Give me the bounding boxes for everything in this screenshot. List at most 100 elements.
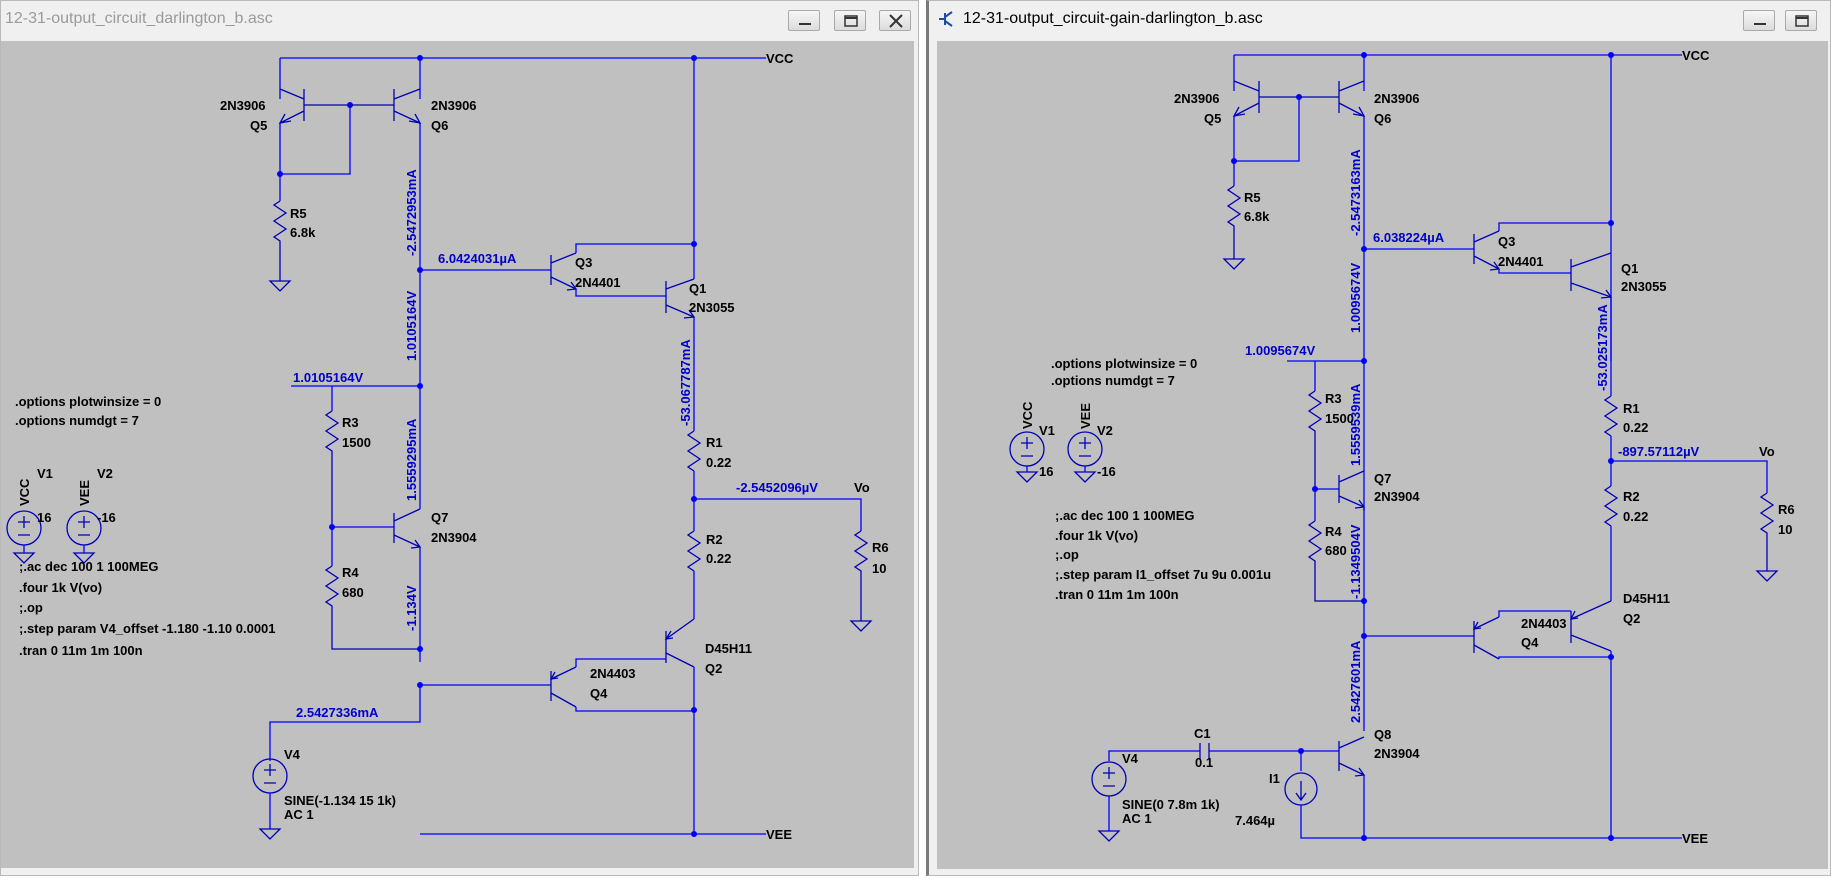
resistor-r4[interactable] [1307, 489, 1364, 602]
directive-line[interactable]: .four 1k V(vo) [19, 580, 102, 595]
resistor-r5[interactable] [1222, 161, 1246, 270]
directive-line[interactable]: ;.op [1055, 547, 1079, 562]
transistor-q4[interactable] [1472, 616, 1500, 660]
transistor-q1[interactable] [1570, 252, 1613, 299]
r1-value: 0.22 [1623, 420, 1648, 435]
q4-model: 2N4403 [1521, 616, 1567, 631]
directive-line[interactable]: .options numdgt = 7 [1051, 373, 1175, 388]
resistor-r6[interactable] [849, 530, 873, 632]
schematic-canvas[interactable]: VCC VEE Vo 2N3906 Q5 2N3906 Q6 R5 6.8k Q… [937, 41, 1828, 869]
v2-name: V2 [1097, 423, 1113, 438]
resistor-r3[interactable] [1307, 390, 1323, 489]
probe-current-q3-base: 6.038224µA [1373, 230, 1445, 245]
maximize-button[interactable] [834, 10, 866, 31]
r1-name: R1 [706, 435, 723, 450]
q3-model: 2N4401 [575, 275, 621, 290]
r6-name: R6 [872, 540, 889, 555]
probe-current-q1-emitter: -53.025173mA [1595, 304, 1610, 391]
v2-name: V2 [97, 466, 113, 481]
c1-value: 0.1 [1195, 755, 1213, 770]
q4-name: Q4 [1521, 635, 1539, 650]
q5-name: Q5 [250, 118, 267, 133]
close-button[interactable] [879, 10, 911, 31]
net-label-vo: Vo [854, 480, 870, 495]
r3-value: 1500 [342, 435, 371, 450]
schematic-canvas[interactable]: VCC VEE Vo 2N3906 Q5 2N3906 Q6 R5 6.8k Q… [1, 41, 914, 868]
current-source-i1[interactable] [1284, 772, 1318, 806]
transistor-q6[interactable] [1299, 80, 1366, 117]
resistor-r6[interactable] [1755, 492, 1779, 582]
r3-name: R3 [342, 415, 359, 430]
directive-line[interactable]: .options plotwinsize = 0 [1051, 356, 1197, 371]
transistor-q7[interactable] [393, 508, 422, 549]
probe-current-q8-collector: 2.5427601mA [1348, 640, 1363, 723]
capacitor-c1[interactable] [1199, 743, 1210, 759]
title-bar[interactable]: 12-31-output_circuit-gain-darlington_b.a… [929, 1, 1830, 41]
schematic-drawing[interactable]: VCC VEE Vo 2N3906 Q5 2N3906 Q6 R5 6.8k Q… [1, 41, 914, 868]
probe-current-q7-collector: 1.5559539mA [1348, 383, 1363, 466]
v2-value: -16 [1097, 464, 1116, 479]
r4-value: 680 [342, 585, 364, 600]
voltage-source-v2[interactable] [66, 510, 102, 564]
q2-model: D45H11 [705, 641, 752, 656]
resistor-r2[interactable] [686, 530, 702, 572]
probe-voltage-vo: -897.57112µV [1618, 444, 1700, 459]
q1-model: 2N3055 [689, 300, 735, 315]
minimize-button[interactable] [788, 10, 820, 31]
q2-name: Q2 [1623, 611, 1640, 626]
directive-line[interactable]: ;.step param I1_offset 7u 9u 0.001u [1055, 567, 1271, 582]
transistor-q3[interactable] [1473, 230, 1501, 271]
v2-value: -16 [97, 510, 116, 525]
probe-voltage-q7-emitter: -1.134V [404, 585, 419, 631]
q3-name: Q3 [1498, 234, 1515, 249]
v4-name: V4 [284, 747, 301, 762]
q7-model: 2N3904 [1374, 489, 1420, 504]
voltage-source-v1[interactable] [1009, 431, 1045, 483]
voltage-source-v1[interactable] [6, 510, 42, 564]
schematic-drawing[interactable]: VCC VEE Vo 2N3906 Q5 2N3906 Q6 R5 6.8k Q… [937, 41, 1828, 869]
schematic-window-right[interactable]: 12-31-output_circuit-gain-darlington_b.a… [926, 0, 1831, 876]
directive-line[interactable]: .tran 0 11m 1m 100n [19, 643, 143, 658]
voltage-source-v4[interactable] [1091, 761, 1127, 842]
transistor-q5[interactable] [1232, 80, 1299, 117]
directive-line[interactable]: .four 1k V(vo) [1055, 528, 1138, 543]
directive-line[interactable]: ;.ac dec 100 1 100MEG [19, 559, 158, 574]
voltage-source-v4[interactable] [252, 758, 288, 840]
directive-line[interactable]: ;.step param V4_offset -1.180 -1.10 0.00… [19, 621, 276, 636]
resistor-r1[interactable] [686, 430, 702, 472]
transistor-q6[interactable] [350, 88, 422, 124]
q5-model: 2N3906 [220, 98, 266, 113]
r6-value: 10 [1778, 522, 1792, 537]
resistor-r1[interactable] [1603, 395, 1619, 437]
probe-voltage-vo: -2.5452096µV [736, 480, 818, 495]
transistor-q3[interactable] [550, 252, 578, 291]
resistor-r3[interactable] [324, 410, 340, 527]
q1-model: 2N3055 [1621, 279, 1667, 294]
transistor-q8[interactable] [1338, 736, 1366, 777]
q3-name: Q3 [575, 255, 592, 270]
window-title: 12-31-output_circuit_darlington_b.asc [5, 10, 273, 27]
window-title: 12-31-output_circuit-gain-darlington_b.a… [963, 10, 1263, 27]
transistor-q2[interactable] [664, 618, 695, 668]
resistor-r2[interactable] [1603, 485, 1619, 527]
close-icon [889, 14, 903, 28]
q1-name: Q1 [689, 281, 706, 296]
directive-line[interactable]: ;.op [19, 600, 43, 615]
resistor-r4[interactable] [324, 527, 420, 650]
title-bar[interactable]: 12-31-output_circuit_darlington_b.asc [1, 1, 918, 41]
transistor-q5[interactable] [278, 88, 350, 124]
q7-name: Q7 [431, 510, 448, 525]
voltage-source-v2[interactable] [1067, 431, 1103, 483]
transistor-q2[interactable] [1569, 600, 1612, 652]
maximize-button[interactable] [1785, 10, 1817, 31]
schematic-window-left[interactable]: 12-31-output_circuit_darlington_b.asc [0, 0, 919, 876]
resistor-r5[interactable] [268, 174, 292, 292]
directive-line[interactable]: .tran 0 11m 1m 100n [1055, 587, 1179, 602]
v4-ac: AC 1 [1122, 811, 1152, 826]
directive-line[interactable]: .options numdgt = 7 [15, 413, 139, 428]
transistor-q7[interactable] [1338, 470, 1366, 509]
directive-line[interactable]: ;.ac dec 100 1 100MEG [1055, 508, 1194, 523]
transistor-q4[interactable] [549, 666, 577, 708]
directive-line[interactable]: .options plotwinsize = 0 [15, 394, 161, 409]
minimize-button[interactable] [1743, 10, 1775, 31]
